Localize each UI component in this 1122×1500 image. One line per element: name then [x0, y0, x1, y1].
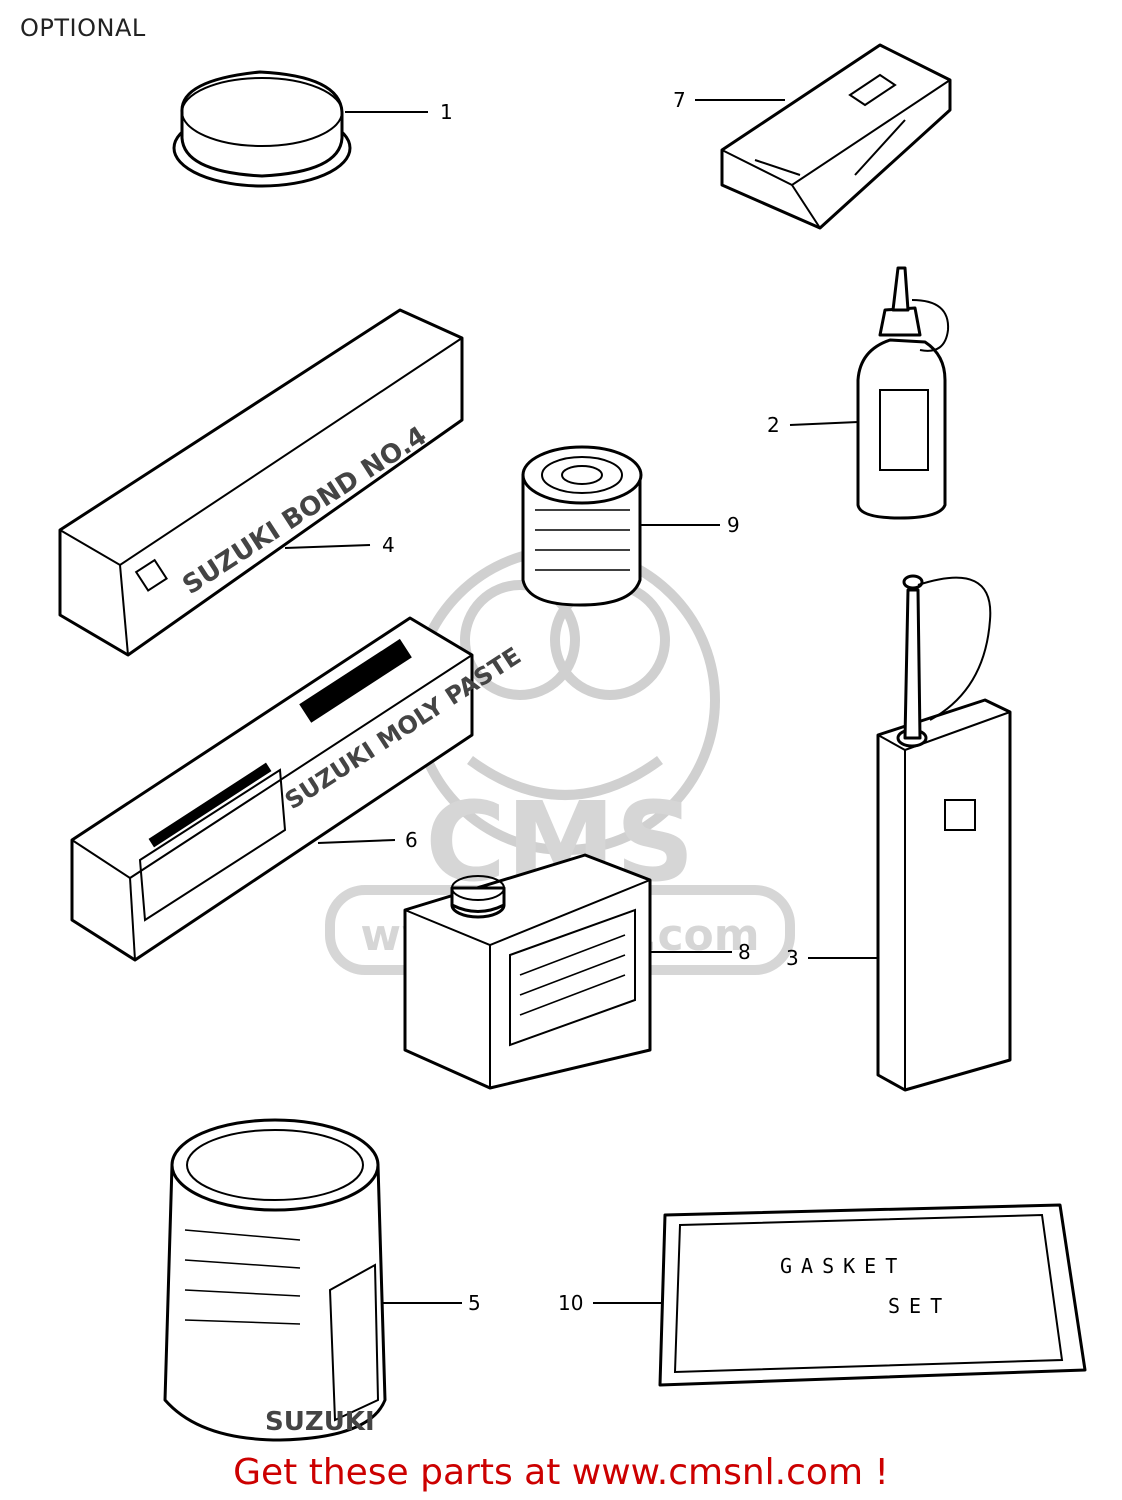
callout-3: 3 [786, 946, 799, 970]
gasket-line-2: SET [888, 1294, 951, 1318]
part-8-oil-tin [403, 853, 652, 1090]
part-3-oil-can [876, 574, 1012, 1092]
footer-link-text[interactable]: Get these parts at www.cmsnl.com ! [233, 1452, 889, 1493]
callout-4: 4 [382, 533, 395, 557]
callout-8: 8 [738, 940, 751, 964]
callout-9: 9 [727, 513, 740, 537]
part-4-bond-box: SUZUKI BOND NO.4 [58, 308, 464, 657]
part-1-cap [172, 70, 352, 188]
part-5-large-can: SUZUKI [163, 1118, 387, 1442]
part-10-gasket-set: GASKET SET [658, 1203, 1087, 1387]
callout-7: 7 [673, 88, 686, 112]
callout-10: 10 [558, 1291, 583, 1315]
gasket-line-1: GASKET [780, 1254, 906, 1278]
part-2-bottle [856, 266, 950, 520]
can-brand-label: SUZUKI [265, 1407, 375, 1437]
callout-1: 1 [440, 100, 453, 124]
part-7-box [720, 43, 952, 230]
callout-5: 5 [468, 1291, 481, 1315]
part-9-small-can [521, 445, 643, 607]
page-title: OPTIONAL [20, 14, 146, 42]
callout-2: 2 [767, 413, 780, 437]
callout-6: 6 [405, 828, 418, 852]
